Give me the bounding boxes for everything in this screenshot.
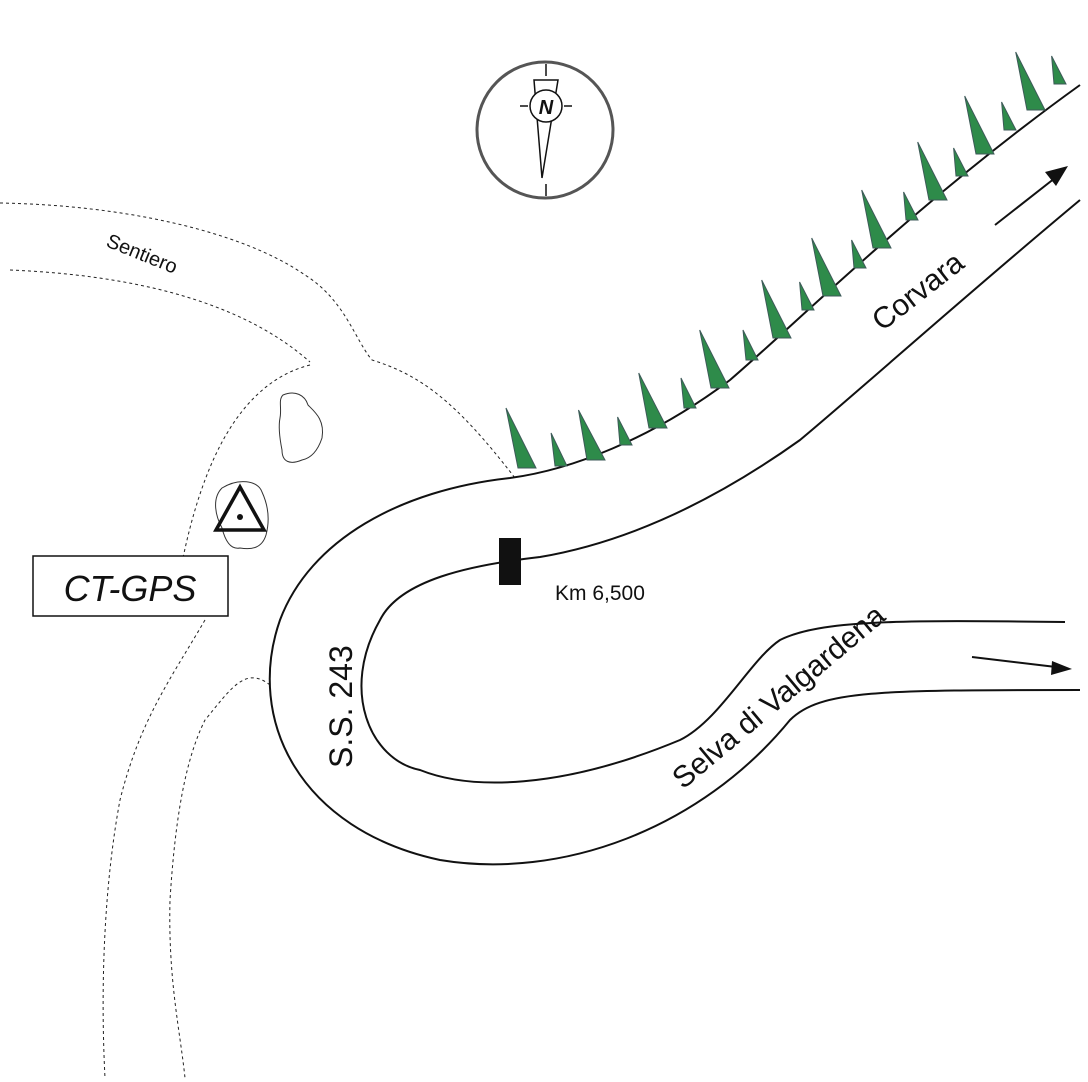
survey-point-icon [213,483,267,532]
corvara-arrow-icon [994,166,1068,226]
tree-icon [761,279,792,339]
tree-icon [903,191,919,221]
tree-icon [638,372,668,429]
direction-corvara-label: Corvara [866,246,971,338]
km-marker-icon [499,538,521,585]
tree-icon [917,141,948,201]
tree-icon [742,329,759,361]
tree-icon [550,432,568,467]
station-name: CT-GPS [64,568,197,609]
road-name-label: S.S. 243 [323,645,359,768]
direction-selva-label: Selva di Valgardena [666,599,891,796]
tree-icon [578,409,606,461]
tree-icon [680,377,697,409]
tree-icon [953,147,969,177]
rock [278,392,324,463]
tree-icon [861,189,892,249]
tree-icon [964,95,995,155]
road [268,84,1081,866]
tree-icon [1051,55,1067,85]
km-marker-label: Km 6,500 [555,582,645,605]
tree-icon [699,329,730,389]
selva-arrow-icon [971,656,1072,675]
north-arrow-icon: N [475,60,615,200]
tree-icon [1015,51,1046,111]
tree-icon [799,281,815,311]
north-label: N [539,97,554,119]
station-label: CT-GPS [32,555,229,617]
tree-icon [811,237,842,297]
tree-row [505,51,1067,469]
trail-lines [0,202,516,1079]
tree-icon [1001,101,1017,131]
tree-icon [505,407,537,469]
trail-label: Sentiero [103,230,180,278]
tree-icon [851,239,867,269]
tree-icon [617,416,633,446]
